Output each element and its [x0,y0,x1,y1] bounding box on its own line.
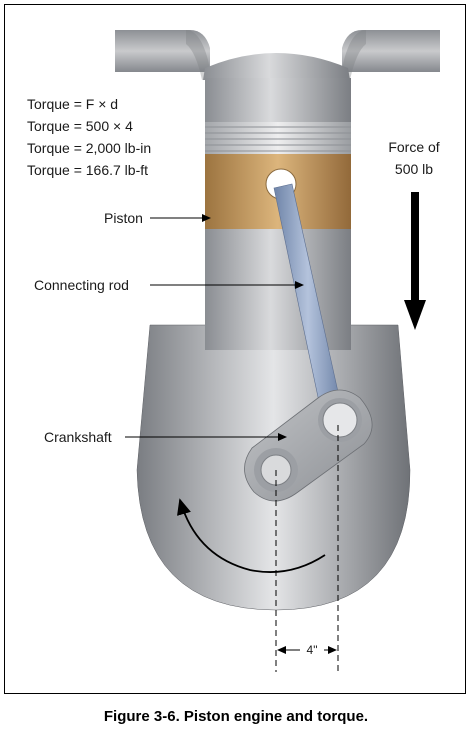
equation-line: Torque = 166.7 lb-ft [27,162,148,178]
force-label-line1: Force of [388,139,439,155]
force-arrow [404,192,426,330]
distance-label: 4" [307,643,318,657]
cylinder-head [203,53,350,80]
equation-line: Torque = F × d [27,96,118,112]
piston-engine-diagram: 4" Torque = F × d Torque = 500 × 4 Torqu… [27,30,440,672]
crankshaft-label: Crankshaft [44,429,112,445]
piston-rings [205,122,351,154]
distance-dimension: 4" [277,643,337,657]
connecting-rod-label: Connecting rod [34,277,129,293]
torque-equations: Torque = F × d Torque = 500 × 4 Torque =… [27,96,151,178]
intake-exhaust-pipes [115,30,440,80]
equation-line: Torque = 2,000 lb-in [27,140,151,156]
figure-caption: Figure 3-6. Piston engine and torque. [103,708,369,725]
equation-line: Torque = 500 × 4 [27,118,133,134]
rotation-arrow [177,498,326,573]
force-label-line2: 500 lb [395,161,433,177]
piston-label: Piston [104,210,143,226]
